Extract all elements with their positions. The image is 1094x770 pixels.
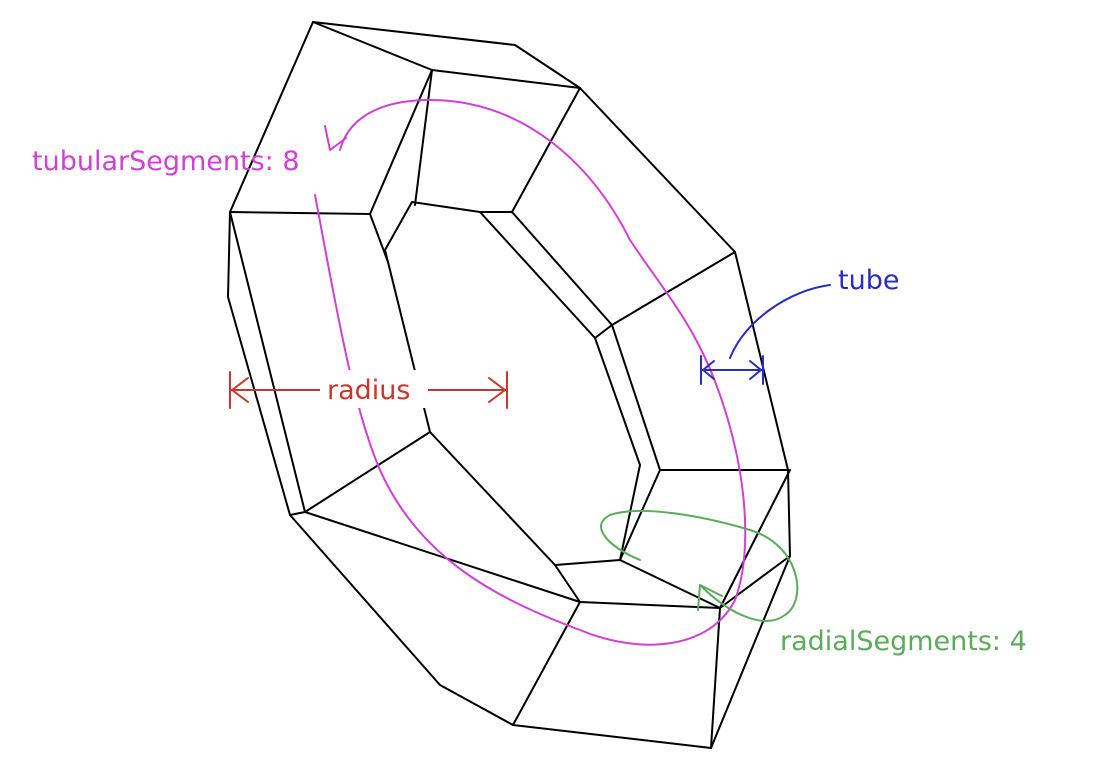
radius-label: radius — [327, 375, 410, 406]
bottom-right-edge — [710, 607, 721, 749]
radial-arrow-head — [697, 584, 723, 611]
tube-left-arrowhead — [702, 360, 715, 380]
bottom-back-edge — [719, 555, 791, 609]
radius-right-arrowhead — [488, 377, 506, 403]
tube-leader-line — [729, 284, 831, 359]
bottom-inner-link — [619, 559, 721, 609]
left-face-inner-edge — [304, 431, 431, 513]
inner-offset-top — [369, 213, 389, 263]
tube-annotation: tube — [700, 265, 899, 385]
torus-wireframe — [227, 21, 791, 749]
bottom-face-lower-edge — [512, 601, 581, 726]
tube-label: tube — [838, 265, 899, 296]
front-rim-right-edge — [511, 87, 736, 326]
outer-edge — [227, 21, 791, 749]
bottom-face-inner-edge — [554, 564, 581, 603]
radius-label-bg — [320, 370, 428, 408]
tubular-label: tubularSegments: 8 — [32, 146, 300, 177]
inner-hole-edge — [384, 201, 641, 566]
left-face-edge — [229, 211, 306, 516]
inner-offset-lower — [594, 324, 613, 339]
radius-annotation: radius — [229, 370, 508, 409]
radial-arrow-loop — [600, 510, 799, 622]
inner-offset-left — [414, 69, 433, 206]
top-ridge-edge — [312, 21, 581, 89]
radial-annotation: radialSegments: 4 — [600, 510, 1027, 657]
tubular-arrow-loop — [314, 99, 747, 646]
radius-left-arrowhead — [231, 377, 249, 403]
radial-label: radialSegments: 4 — [780, 626, 1027, 657]
bottom-face-edge — [304, 469, 791, 609]
tubular-arrow-head — [324, 125, 347, 151]
front-rim-bottom-edge — [619, 469, 661, 561]
tubular-annotation: tubularSegments: 8 — [32, 99, 747, 646]
tube-right-arrowhead — [749, 360, 762, 380]
